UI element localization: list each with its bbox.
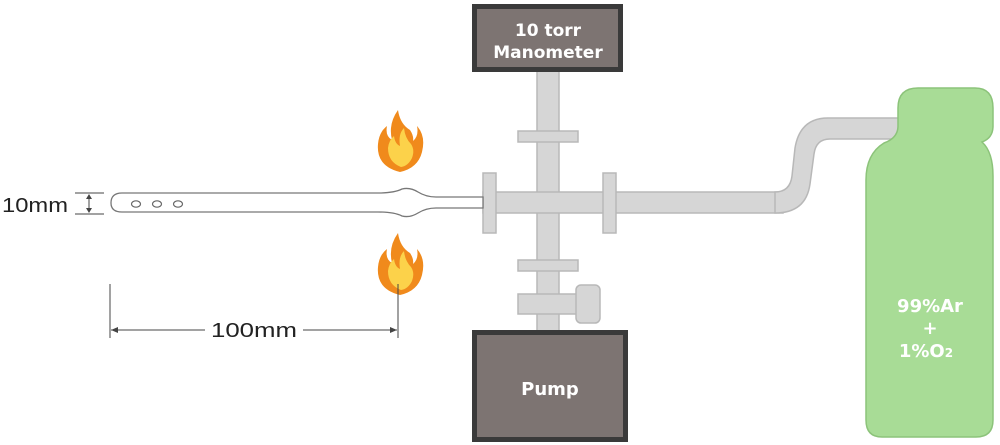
lower-flange bbox=[517, 259, 579, 272]
valve-body bbox=[517, 293, 579, 315]
manometer-label-line1: 10 torr bbox=[515, 21, 582, 41]
diameter-label: 10mm bbox=[2, 195, 68, 217]
sample-hole bbox=[151, 200, 163, 208]
length-dimension: 100mm bbox=[109, 284, 399, 342]
pump-label: Pump bbox=[521, 379, 579, 400]
gas-label-line2: + bbox=[922, 318, 937, 339]
pump-box: Pump bbox=[472, 330, 628, 442]
valve-handle bbox=[575, 284, 601, 324]
diameter-dimension: 10mm bbox=[2, 192, 104, 217]
gas-tank: 99%Ar + 1%O2 bbox=[865, 87, 994, 438]
upper-flange bbox=[517, 130, 579, 143]
left-flange bbox=[482, 172, 497, 234]
sample-hole bbox=[172, 200, 184, 208]
manometer-label-line2: Manometer bbox=[493, 43, 603, 63]
horizontal-pipe bbox=[482, 191, 784, 214]
flame-icon bbox=[377, 233, 424, 295]
right-flange bbox=[602, 172, 617, 234]
flame-icon bbox=[377, 110, 424, 172]
sample-hole bbox=[130, 200, 142, 208]
gas-label-line1: 99%Ar bbox=[897, 296, 963, 317]
manometer-box: 10 torr Manometer bbox=[472, 4, 623, 72]
quartz-tube bbox=[110, 187, 484, 218]
gas-label-line3: 1%O2 bbox=[899, 341, 953, 362]
length-label: 100mm bbox=[211, 320, 297, 342]
